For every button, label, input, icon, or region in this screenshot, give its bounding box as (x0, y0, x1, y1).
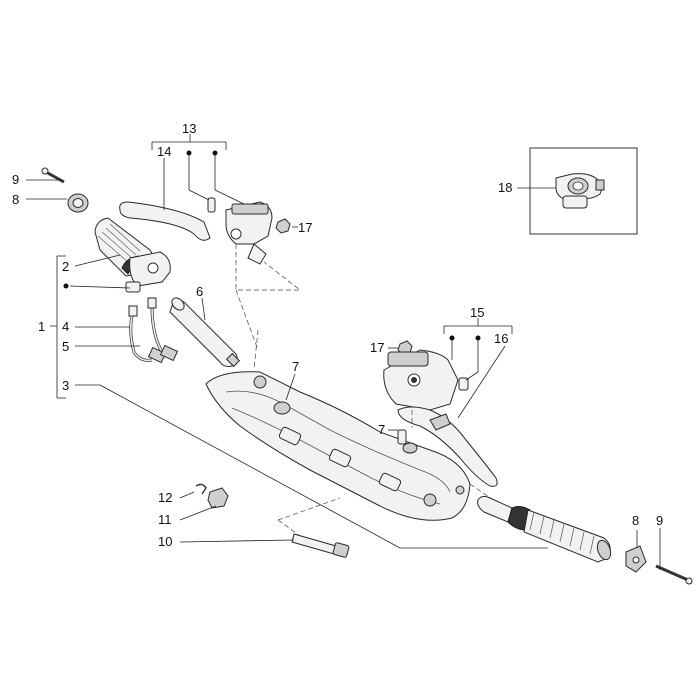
callout-10: 10 (158, 534, 172, 549)
part-15-pin (458, 335, 481, 391)
callout-6: 6 (196, 284, 203, 299)
callout-11: 11 (158, 512, 172, 527)
part-2-left-grip (63, 217, 171, 293)
detail-box-18 (517, 147, 638, 235)
part-3-lead (75, 384, 548, 549)
part-10-bolt (179, 533, 350, 558)
callout-17-left: 17 (298, 220, 312, 235)
part-9-right-bolt (655, 528, 693, 585)
part-11-block (179, 487, 229, 521)
callout-3: 3 (62, 378, 69, 393)
part-6-tube (169, 297, 241, 368)
callout-8-right: 8 (632, 513, 639, 528)
callout-14: 14 (157, 144, 171, 159)
callout-7-center: 7 (292, 359, 299, 374)
callout-7-right: 7 (378, 422, 385, 437)
part-14-left-lever (119, 158, 211, 241)
part-12-clip (179, 483, 207, 499)
handlebar-body (205, 371, 471, 521)
part-8-right-weight (625, 530, 647, 573)
part-16-right-lever (397, 345, 506, 487)
part-8-left-weight (26, 193, 89, 213)
callout-16: 16 (494, 331, 508, 346)
part-15-master-cylinder (383, 335, 459, 411)
callout-17-right: 17 (370, 340, 384, 355)
callout-5: 5 (62, 339, 69, 354)
part-18-clamp (555, 173, 605, 209)
callout-9-right: 9 (656, 513, 663, 528)
part-13-pin (186, 150, 216, 213)
part-9-left-bolt (26, 167, 65, 184)
callout-1: 1 (38, 319, 45, 334)
callout-2: 2 (62, 259, 69, 274)
part-4-5-cables (75, 297, 179, 364)
bracket-13 (151, 134, 227, 150)
assembly-lines-left (235, 244, 302, 371)
callout-4: 4 (62, 319, 69, 334)
callout-12: 12 (158, 490, 172, 505)
part-7-right-spacer (388, 429, 418, 454)
callout-18: 18 (498, 180, 512, 195)
callout-labels: 13 14 9 8 17 18 2 6 1 4 5 3 15 16 17 7 7… (12, 121, 663, 549)
callout-13: 13 (182, 121, 196, 136)
callout-8-left: 8 (12, 192, 19, 207)
part-7-center-spacer (273, 373, 296, 415)
callout-9-left: 9 (12, 172, 19, 187)
callout-15: 15 (470, 305, 484, 320)
part-13-master-cylinder (212, 150, 273, 265)
part-3-right-grip (477, 495, 612, 563)
bracket-1 (50, 255, 66, 399)
bracket-15 (443, 318, 513, 334)
assembly-lines-right (277, 410, 509, 537)
part-17-left-nut (275, 218, 298, 234)
